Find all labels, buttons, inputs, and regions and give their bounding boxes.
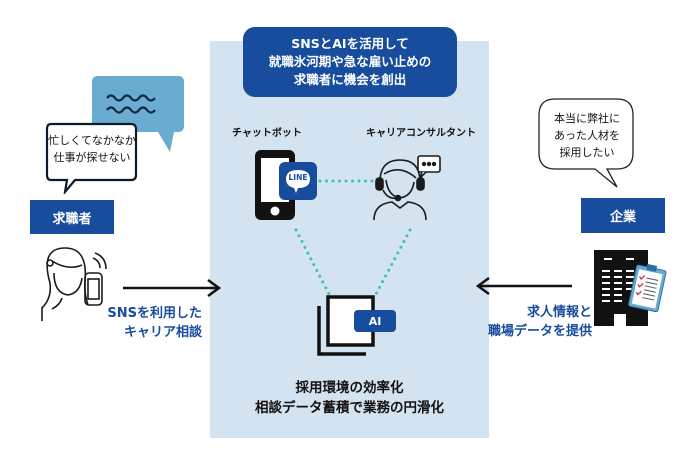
- dotted-line-chatbot-ai: [294, 228, 332, 298]
- ai-badge: AI: [354, 310, 396, 332]
- clipboard-checklist-icon: [628, 264, 667, 313]
- arrow-text-line-2: 職場データを提供: [488, 324, 593, 339]
- dotted-line-consultant-ai: [373, 228, 412, 298]
- right-arrow-icon: [123, 278, 222, 298]
- company-label: 企業: [581, 198, 665, 233]
- job-seeker-arrow-text: SNSを利用した キャリア相談: [100, 304, 202, 342]
- headline-line-3: 求職者に機会を創出: [293, 72, 407, 87]
- bubble-line-2: 仕事が探せない: [53, 151, 131, 164]
- bubble-line-3: 採用したい: [559, 146, 615, 159]
- job-seeker-bubble-text: 忙しくてなかなか 仕事が探せない: [47, 132, 137, 166]
- job-seeker-label: 求職者: [30, 200, 114, 234]
- center-summary: 採用環境の効率化 相談データ蓄積で業務の円滑化: [210, 378, 489, 418]
- chatbot-label: チャットボット: [232, 128, 302, 139]
- call-center-consultant-icon: [373, 155, 441, 221]
- line-app-icon: LINE: [279, 162, 317, 200]
- center-panel: [210, 41, 489, 438]
- chat-bubble-icon: [92, 76, 184, 152]
- arrow-text-line-1: SNSを利用した: [107, 306, 202, 321]
- connection-lines: [294, 179, 412, 298]
- summary-line-1: 採用環境の効率化: [295, 380, 404, 396]
- left-arrow-icon: [475, 276, 572, 296]
- summary-line-2: 相談データ蓄積で業務の円滑化: [255, 400, 444, 416]
- headline-line-1: SNSとAIを活用して: [291, 36, 409, 51]
- line-badge-text: LINE: [288, 173, 308, 182]
- bubble-line-2: あった人材を: [554, 129, 620, 142]
- bubble-line-1: 忙しくてなかなか: [48, 134, 136, 147]
- woman-with-phone-icon: [41, 247, 107, 321]
- company-speech-bubble: [538, 98, 634, 188]
- headline-box: SNSとAIを活用して 就職氷河期や急な雇い止めの 求職者に機会を創出: [243, 27, 457, 97]
- bubble-line-1: 本当に弊社に: [554, 112, 620, 125]
- speech-bubble: [45, 122, 138, 194]
- arrow-text-line-1: 求人情報と: [526, 305, 592, 320]
- line-bubble-icon: [286, 170, 310, 193]
- company-bubble-text: 本当に弊社に あった人材を 採用したい: [539, 110, 635, 161]
- arrow-text-line-2: キャリア相談: [123, 325, 202, 340]
- headline-line-2: 就職氷河期や急な雇い止めの: [268, 54, 432, 69]
- office-building-icon: [594, 250, 667, 326]
- consultant-label: キャリアコンサルタント: [366, 128, 476, 139]
- company-arrow-text: 求人情報と 職場データを提供: [488, 303, 592, 341]
